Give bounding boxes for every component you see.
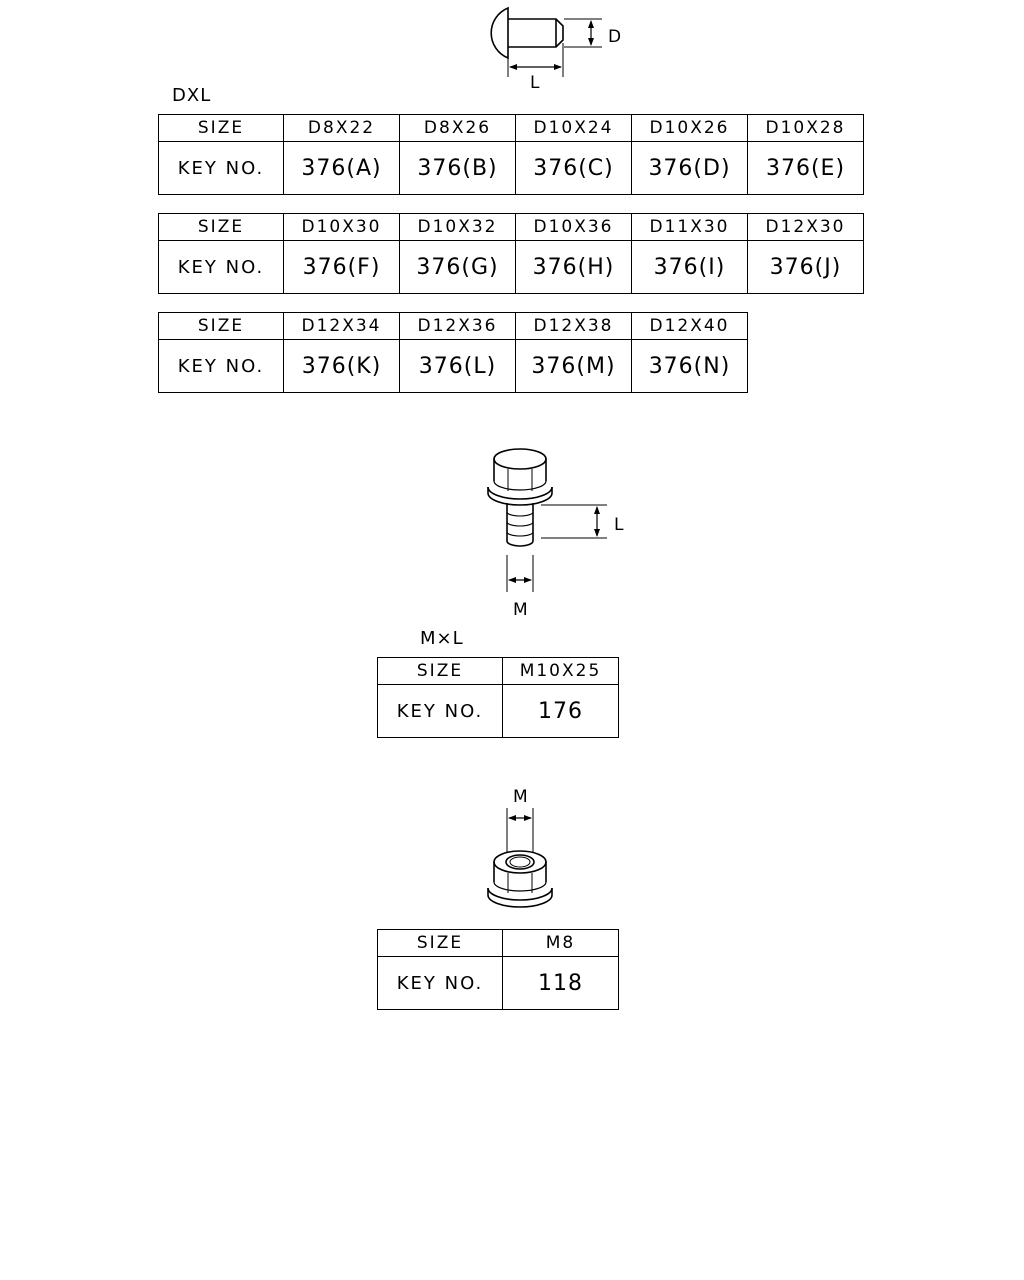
size-cell: D12X36 bbox=[399, 312, 516, 340]
rivet-dim-d-label: D bbox=[608, 27, 621, 47]
key-no-cell: 376(N) bbox=[631, 339, 748, 393]
size-cell: D10X26 bbox=[631, 114, 748, 142]
bolt-table: SIZE M10X25 KEY NO. 176 bbox=[377, 657, 619, 738]
key-no-cell: 376(K) bbox=[283, 339, 400, 393]
size-cell: D8X26 bbox=[399, 114, 516, 142]
key-no-row-header: KEY NO. bbox=[377, 956, 503, 1010]
rivet-table-2: SIZE D10X30 D10X32 D10X36 D11X30 D12X30 … bbox=[158, 213, 864, 294]
key-no-row-header: KEY NO. bbox=[158, 141, 284, 195]
size-cell: D11X30 bbox=[631, 213, 748, 241]
size-cell: D10X32 bbox=[399, 213, 516, 241]
size-cell: D12X30 bbox=[747, 213, 864, 241]
key-no-cell: 376(C) bbox=[515, 141, 632, 195]
bolt-dim-m-label: M bbox=[513, 600, 528, 620]
key-no-cell: 376(G) bbox=[399, 240, 516, 294]
size-cell: D10X30 bbox=[283, 213, 400, 241]
size-row-header: SIZE bbox=[377, 657, 503, 685]
key-no-cell: 376(J) bbox=[747, 240, 864, 294]
bolt-caption: M×L bbox=[420, 628, 464, 649]
rivet-table-3: SIZE D12X34 D12X36 D12X38 D12X40 KEY NO.… bbox=[158, 312, 748, 393]
size-cell: D12X40 bbox=[631, 312, 748, 340]
size-row-header: SIZE bbox=[158, 114, 284, 142]
size-row-header: SIZE bbox=[377, 929, 503, 957]
nut-dim-m-label: M bbox=[513, 787, 528, 807]
key-no-row-header: KEY NO. bbox=[377, 684, 503, 738]
flange-bolt-diagram: L M bbox=[487, 448, 624, 620]
key-no-cell: 118 bbox=[502, 956, 619, 1010]
key-no-row-header: KEY NO. bbox=[158, 240, 284, 294]
size-row-header: SIZE bbox=[158, 312, 284, 340]
key-no-cell: 376(I) bbox=[631, 240, 748, 294]
size-row-header: SIZE bbox=[158, 213, 284, 241]
key-no-cell: 376(E) bbox=[747, 141, 864, 195]
size-cell: D10X36 bbox=[515, 213, 632, 241]
key-no-cell: 376(L) bbox=[399, 339, 516, 393]
key-no-row-header: KEY NO. bbox=[158, 339, 284, 393]
size-cell: M8 bbox=[502, 929, 619, 957]
size-cell: M10X25 bbox=[502, 657, 619, 685]
key-no-cell: 176 bbox=[502, 684, 619, 738]
size-cell: D12X34 bbox=[283, 312, 400, 340]
rivet-dim-l-label: L bbox=[530, 73, 540, 93]
key-no-cell: 376(B) bbox=[399, 141, 516, 195]
key-no-cell: 376(M) bbox=[515, 339, 632, 393]
size-cell: D10X28 bbox=[747, 114, 864, 142]
size-cell: D10X24 bbox=[515, 114, 632, 142]
size-cell: D12X38 bbox=[515, 312, 632, 340]
rivet-table-1: SIZE D8X22 D8X26 D10X24 D10X26 D10X28 KE… bbox=[158, 114, 864, 195]
flange-nut-diagram: M bbox=[487, 787, 553, 908]
bolt-dim-l-label: L bbox=[614, 515, 624, 535]
key-no-cell: 376(F) bbox=[283, 240, 400, 294]
size-cell: D8X22 bbox=[283, 114, 400, 142]
key-no-cell: 376(A) bbox=[283, 141, 400, 195]
nut-table: SIZE M8 KEY NO. 118 bbox=[377, 929, 619, 1010]
key-no-cell: 376(D) bbox=[631, 141, 748, 195]
key-no-cell: 376(H) bbox=[515, 240, 632, 294]
rivet-diagram: D L bbox=[490, 6, 621, 93]
rivet-caption: DXL bbox=[172, 85, 212, 106]
